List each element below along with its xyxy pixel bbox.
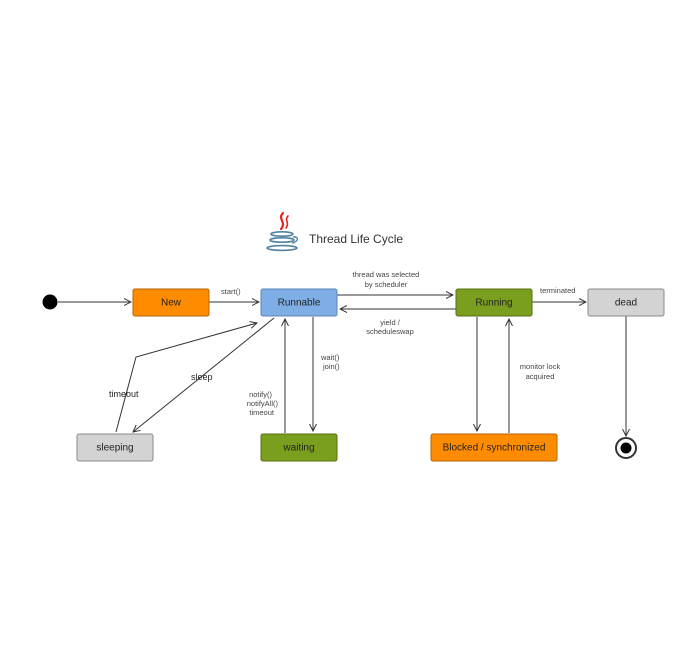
- svg-text:waiting: waiting: [282, 443, 314, 454]
- diagram-title: Thread Life Cycle: [309, 232, 403, 246]
- state-sleeping: sleeping: [76, 433, 154, 462]
- svg-text:Running: Running: [475, 298, 512, 309]
- label-wait-line1: wait(): [320, 353, 340, 362]
- label-monitor-line2: acquired: [526, 372, 555, 381]
- svg-text:New: New: [161, 298, 182, 309]
- svg-text:dead: dead: [615, 298, 637, 309]
- java-coffee-cup-icon: [266, 211, 299, 252]
- svg-text:sleeping: sleeping: [96, 443, 133, 454]
- state-blocked: Blocked / synchronized: [430, 433, 558, 462]
- label-monitor-line1: monitor lock: [520, 362, 561, 371]
- label-yield-line1: yield /: [380, 318, 401, 327]
- state-dead: dead: [587, 288, 665, 317]
- edge-runnable-to-sleeping: [133, 317, 275, 432]
- label-terminated: terminated: [540, 286, 575, 295]
- final-state-node: [615, 437, 637, 459]
- label-yield-line2: scheduleswap: [366, 327, 414, 336]
- state-running: Running: [455, 288, 533, 317]
- label-selected-line2: by scheduler: [365, 280, 408, 289]
- label-sleep: sleep: [191, 372, 213, 382]
- edge-sleeping-to-runnable: [115, 323, 257, 433]
- initial-state-node: [42, 294, 58, 310]
- label-notify-line1: notify(): [249, 390, 272, 399]
- label-start: start(): [221, 287, 241, 296]
- state-new: New: [132, 288, 210, 317]
- label-notify-line2: notifyAll(): [247, 399, 279, 408]
- label-selected-line1: thread was selected: [353, 270, 420, 279]
- label-notify-line3: timeout: [249, 408, 275, 417]
- state-waiting: waiting: [260, 433, 338, 462]
- svg-text:Blocked / synchronized: Blocked / synchronized: [443, 443, 546, 454]
- label-wait-line2: join(): [322, 362, 340, 371]
- label-timeout: timeout: [109, 389, 139, 399]
- state-runnable: Runnable: [260, 288, 338, 317]
- svg-text:Runnable: Runnable: [278, 298, 321, 309]
